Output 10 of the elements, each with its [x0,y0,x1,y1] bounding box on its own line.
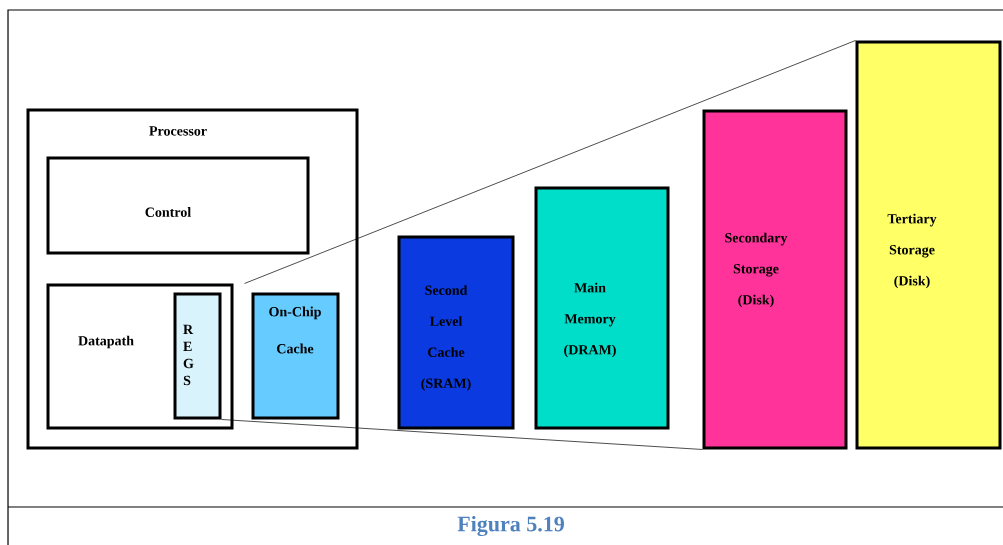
zoom-line [244,40,856,284]
control-box: Control [46,156,310,255]
memory-block: Main Memory (DRAM) [534,186,670,430]
cache-box: On-Chip Cache [251,292,340,420]
storage-block: Tertiary Storage (Disk) [855,40,1002,450]
storage-block: Secondary Storage (Disk) [702,109,848,450]
memory-block: Second Level Cache (SRAM) [397,235,515,430]
register-box: R E G S [173,292,222,420]
figure-caption: Figura 5.19 [457,515,564,537]
zoom-line [221,419,703,450]
